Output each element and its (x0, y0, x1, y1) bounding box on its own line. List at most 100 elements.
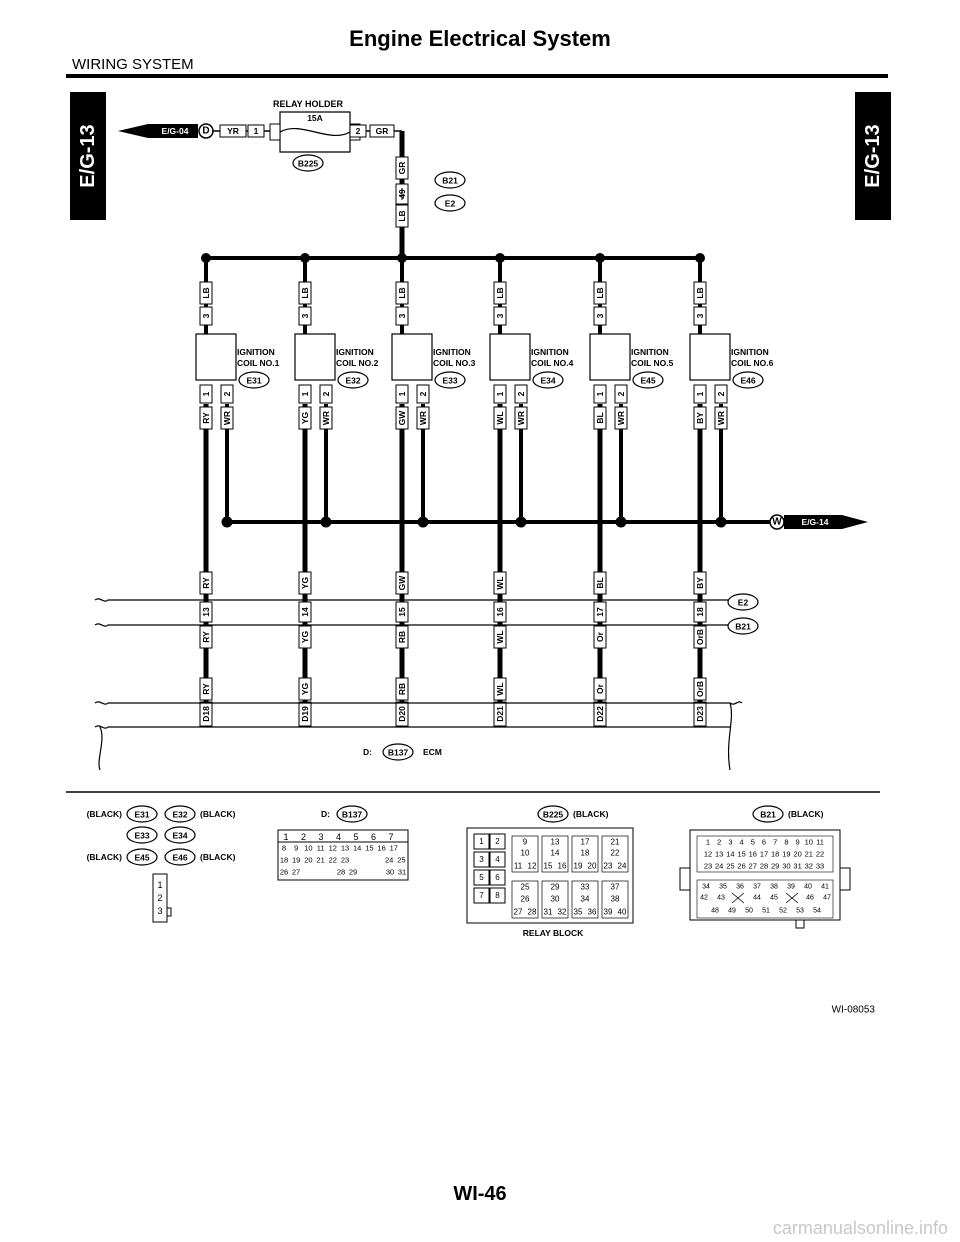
coil-pin2: 2 (616, 391, 626, 396)
bus-pin: 18 (695, 607, 705, 617)
bus-low-wire: OrB (695, 629, 705, 645)
ecm-conn-pin: 25 (397, 856, 405, 865)
bus-low-wire: WL (495, 630, 505, 643)
coil-connector: E33 (442, 376, 457, 386)
ecm-wire-box (493, 677, 507, 701)
bus-wire-box (593, 571, 607, 595)
ecm-conn-face (277, 829, 409, 881)
ecm-wire: RB (397, 683, 407, 695)
coil-pin1-box (395, 384, 409, 404)
b21-conn-pin: 47 (823, 895, 831, 902)
ecm-conn-pin: 21 (316, 856, 324, 865)
coil-connector-oval (337, 371, 369, 389)
ecm-conn-pin: 11 (317, 844, 325, 853)
relay-legend-color: (BLACK) (573, 809, 609, 819)
page-title: Engine Electrical System (349, 26, 611, 51)
relay-group-box (511, 880, 539, 919)
coil-pin2: 2 (516, 391, 526, 396)
ecm-pin: D22 (595, 706, 605, 722)
relay-pin: 9 (523, 838, 528, 847)
coil-signal-wire-box (199, 406, 213, 430)
tab-left-bg (70, 92, 106, 220)
b21-conn-pin: 13 (715, 850, 723, 859)
coil-pin2: 2 (418, 391, 428, 396)
coil-title: IGNITION (237, 347, 275, 357)
b21-conn-pin: 4 (740, 838, 744, 847)
coil-top-pin: 3 (595, 313, 605, 318)
bus-low-wire: RB (397, 631, 407, 643)
b21-conn-pin: 11 (816, 838, 824, 847)
relay-pin-box (473, 869, 490, 886)
ecm-conn-pin: 15 (365, 844, 373, 853)
coil-conn-pin: 3 (157, 906, 162, 916)
relay-pin: 33 (581, 883, 590, 892)
coil-pin1: 1 (495, 391, 505, 396)
b21-conn-pin: 10 (805, 838, 813, 847)
relay-pin: 19 (574, 862, 583, 871)
coil-signal-wire-box (395, 406, 409, 430)
ecm-conn-pin: 8 (282, 844, 286, 853)
feed-wire-bottom: LB (397, 210, 407, 221)
relay-pin-box (473, 833, 490, 850)
ecm-wire: YG (300, 682, 310, 695)
ecm-conn-pin: 5 (353, 832, 358, 842)
ecm-conn-pin: 3 (318, 832, 323, 842)
bus-pin: 13 (201, 607, 211, 617)
coil-signal-wire: GW (397, 410, 407, 426)
ecm-wire-box (199, 677, 213, 701)
ecm-wire-box (298, 677, 312, 701)
pin2-box (349, 124, 367, 138)
ecm-name: ECM (423, 747, 442, 757)
b21-upper-block (696, 835, 834, 873)
coil-conn-pin: 1 (157, 880, 162, 890)
coil-pin2-box (319, 384, 333, 404)
ref-arrow-eg04 (118, 124, 198, 138)
relay-pin-box (489, 833, 506, 850)
watermark: carmanualsonline.info (772, 1218, 948, 1238)
ecm-pin: D18 (201, 706, 211, 722)
coil-connector: E45 (640, 376, 655, 386)
coil-connector: E46 (740, 376, 755, 386)
relay-pin: 7 (479, 891, 484, 900)
gr-box (369, 124, 395, 138)
relay-pin: 37 (611, 883, 620, 892)
relay-pin: 15 (544, 862, 553, 871)
bus-low-wire-box (298, 625, 312, 649)
relay-in-wire: YR (227, 126, 239, 136)
coil-top-pin-box (493, 306, 507, 326)
relay-pin: 17 (581, 838, 590, 847)
bus-wire-box (298, 571, 312, 595)
b21-conn-pin: 25 (726, 862, 734, 871)
coil-pin1: 1 (695, 391, 705, 396)
coil-top-pin-box (298, 306, 312, 326)
figure-id: WI-08053 (832, 1005, 876, 1016)
coil-top-pin: 3 (695, 313, 705, 318)
ecm-wire-box (593, 677, 607, 701)
coil-title: IGNITION (731, 347, 769, 357)
bus-pin-box (199, 601, 213, 623)
b21-conn-pin: 32 (805, 862, 813, 871)
fuse-rating: 15A (307, 113, 323, 123)
relay-pin: 27 (514, 908, 523, 917)
b21-key (795, 919, 805, 929)
relay-pin: 32 (558, 908, 567, 917)
coil-ground-wire: WR (321, 411, 331, 425)
bus-low-wire: YG (300, 630, 310, 643)
bus-pin-box (298, 601, 312, 623)
b21-latch-left (679, 867, 691, 891)
bus-wire-box (395, 571, 409, 595)
ignition-coil-box (294, 333, 336, 381)
coil-pin1: 1 (300, 391, 310, 396)
coil-top-wire-box (593, 281, 607, 305)
pin1-box (247, 124, 265, 138)
coil-title: COIL NO.3 (433, 358, 476, 368)
ecm-wire: RY (201, 683, 211, 695)
relay-pin: 11 (514, 862, 523, 871)
bus-low-wire-box (493, 625, 507, 649)
coil-signal-wire-box (693, 406, 707, 430)
coil-connector: E31 (246, 376, 261, 386)
ecm-pin-box (493, 701, 507, 727)
feed-wire-top-box (395, 156, 409, 180)
relay-pin: 22 (611, 849, 620, 858)
coil-title: COIL NO.2 (336, 358, 379, 368)
